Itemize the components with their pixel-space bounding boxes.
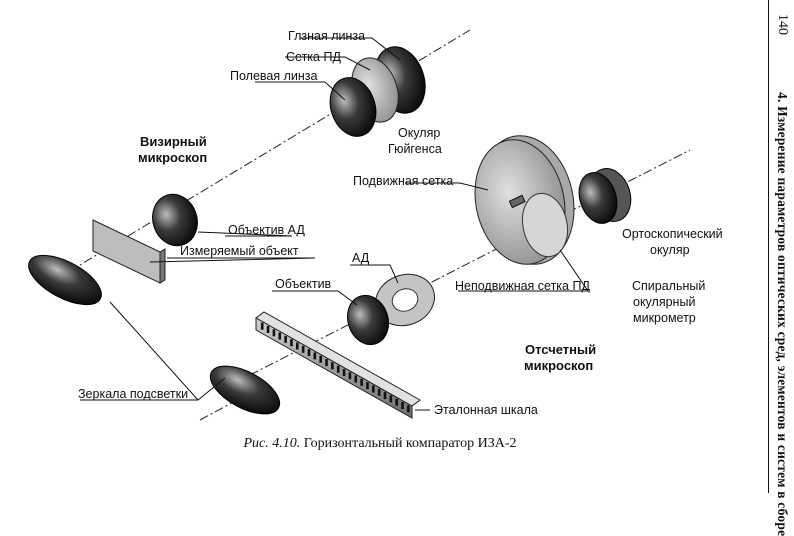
label-orthoscopic-eyepiece-2: окуляр bbox=[650, 243, 690, 257]
scale-tick bbox=[407, 405, 410, 413]
field-lens-part bbox=[329, 77, 377, 137]
label-reference-scale: Эталонная шкала bbox=[434, 403, 538, 417]
caption-text: Горизонтальный компаратор ИЗА-2 bbox=[300, 436, 517, 451]
scale-tick bbox=[383, 392, 387, 400]
scale-tick bbox=[366, 382, 369, 390]
leader-lines bbox=[80, 37, 589, 411]
page-number: 140 bbox=[775, 14, 790, 35]
scale-tick bbox=[325, 359, 328, 367]
label-ad: АД bbox=[352, 251, 370, 265]
scale-tick bbox=[372, 385, 375, 393]
page-margin-bar bbox=[768, 0, 794, 493]
label-reading-microscope-2: микроскоп bbox=[524, 358, 593, 373]
label-objective: Объектив bbox=[275, 277, 332, 291]
objective-part bbox=[346, 294, 390, 346]
scale-tick bbox=[389, 395, 393, 403]
scale-tick bbox=[354, 375, 358, 383]
label-spiral-micrometer-3: микрометр bbox=[633, 311, 696, 325]
scale-tick bbox=[360, 378, 363, 386]
objective-ad-part bbox=[152, 193, 198, 247]
scale-tick bbox=[284, 335, 287, 343]
label-eyepiece-lens: Глзная линза bbox=[288, 29, 365, 43]
label-huygens-eyepiece-2: Гюйгенса bbox=[388, 142, 442, 156]
label-field-lens: Полевая линза bbox=[230, 69, 318, 83]
scale-tick bbox=[307, 349, 311, 357]
label-reticle-pd: Сетка ПД bbox=[286, 50, 341, 64]
figure-caption: Рис. 4.10. Горизонтальный компаратор ИЗА… bbox=[0, 436, 760, 452]
scale-ticks bbox=[260, 322, 410, 413]
orthoscopic-eyepiece-part bbox=[578, 168, 632, 224]
scale-tick bbox=[260, 322, 264, 330]
label-objective-ad: Объектив АД bbox=[228, 223, 305, 237]
mirror-lower-part bbox=[209, 365, 281, 415]
caption-prefix: Рис. 4.10. bbox=[243, 436, 301, 451]
label-sighting-microscope-2: микроскоп bbox=[138, 150, 207, 165]
label-illumination-mirrors: Зеркала подсветки bbox=[78, 387, 188, 401]
label-reading-microscope-1: Отсчетный bbox=[525, 342, 596, 357]
scale-tick bbox=[266, 325, 270, 333]
measured-object-part bbox=[92, 219, 166, 284]
mirror-upper-part bbox=[28, 254, 102, 306]
label-movable-reticle: Подвижная сетка bbox=[353, 174, 453, 188]
reference-scale-part bbox=[255, 311, 421, 419]
scale-tick bbox=[331, 362, 334, 370]
scale-tick bbox=[336, 365, 340, 373]
scale-tick bbox=[296, 342, 299, 350]
label-sighting-microscope-1: Визирный bbox=[140, 134, 207, 149]
scale-tick bbox=[348, 372, 352, 380]
ad-ring-part bbox=[375, 273, 435, 327]
scale-tick bbox=[290, 339, 293, 347]
label-huygens-eyepiece-1: Окуляр bbox=[398, 126, 440, 140]
scale-tick bbox=[377, 388, 381, 396]
label-fixed-reticle-pd: Неподвижная сетка ПД bbox=[455, 279, 590, 293]
comparator-diagram: Глзная линза Сетка ПД Полевая линза Окул… bbox=[28, 29, 723, 421]
label-spiral-micrometer-1: Спиральный bbox=[632, 279, 705, 293]
scale-tick bbox=[301, 345, 305, 353]
scale-tick bbox=[278, 332, 282, 340]
label-measured-object: Измеряемый объект bbox=[180, 244, 299, 258]
scale-tick bbox=[313, 352, 317, 360]
scale-tick bbox=[342, 368, 346, 376]
chapter-title: 4. Измерение параметров оптических сред,… bbox=[775, 92, 790, 536]
scale-tick bbox=[395, 398, 398, 406]
scale-tick bbox=[401, 402, 404, 410]
diagram-labels: Глзная линза Сетка ПД Полевая линза Окул… bbox=[78, 29, 723, 417]
movable-reticle-part bbox=[474, 135, 575, 265]
scale-tick bbox=[319, 355, 322, 363]
scale-tick bbox=[272, 329, 276, 337]
label-orthoscopic-eyepiece-1: Ортоскопический bbox=[622, 227, 723, 241]
label-spiral-micrometer-2: окулярный bbox=[633, 295, 695, 309]
